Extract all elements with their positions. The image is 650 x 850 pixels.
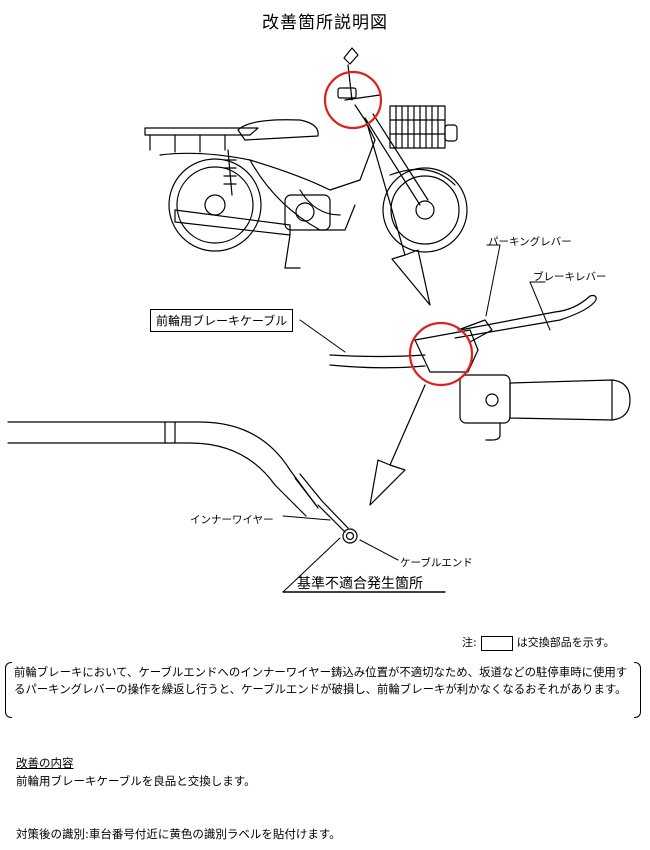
highlight-circles bbox=[323, 70, 474, 387]
note-replacement-box bbox=[480, 635, 513, 651]
note-prefix: 注: bbox=[462, 636, 477, 649]
label-brake-lever: ブレーキレバー bbox=[533, 271, 607, 283]
highlight-circle-bike bbox=[323, 70, 383, 130]
note-suffix: は交換部品を示す。 bbox=[516, 636, 615, 649]
legend-note: 注: は交換部品を示す。 bbox=[462, 634, 615, 651]
label-cable-end: ケーブルエンド bbox=[400, 557, 473, 569]
illustration bbox=[7, 47, 631, 593]
identification-text: 対策後の識別:車台番号付近に黄色の識別ラベルを貼付けます。 bbox=[16, 827, 341, 841]
bracket-right bbox=[634, 662, 641, 718]
page-title: 改善箇所説明図 bbox=[262, 13, 388, 33]
bracket-left bbox=[5, 662, 12, 718]
brake-lever-assembly bbox=[329, 294, 631, 441]
arrow-bike-to-lever bbox=[365, 119, 431, 306]
improvement-heading: 改善の内容 bbox=[16, 756, 74, 770]
arrow-lever-to-cable bbox=[369, 384, 426, 506]
label-defect-location: 基準不適合発生箇所 bbox=[297, 576, 423, 592]
improvement-text: 前輪用ブレーキケーブルを良品と交換します。 bbox=[16, 774, 256, 788]
label-inner-wire: インナーワイヤー bbox=[190, 514, 274, 526]
label-front-brake-cable: 前輪用ブレーキケーブル bbox=[150, 309, 294, 332]
motorcycle-illustration bbox=[144, 47, 468, 269]
description-text: 前輪ブレーキにおいて、ケーブルエンドへのインナーワイヤー鋳込み位置が不適切なため… bbox=[14, 665, 628, 696]
cable-closeup bbox=[7, 421, 358, 544]
label-parking-lever: パーキングレバー bbox=[488, 236, 572, 248]
highlight-circle-lever bbox=[408, 321, 474, 387]
